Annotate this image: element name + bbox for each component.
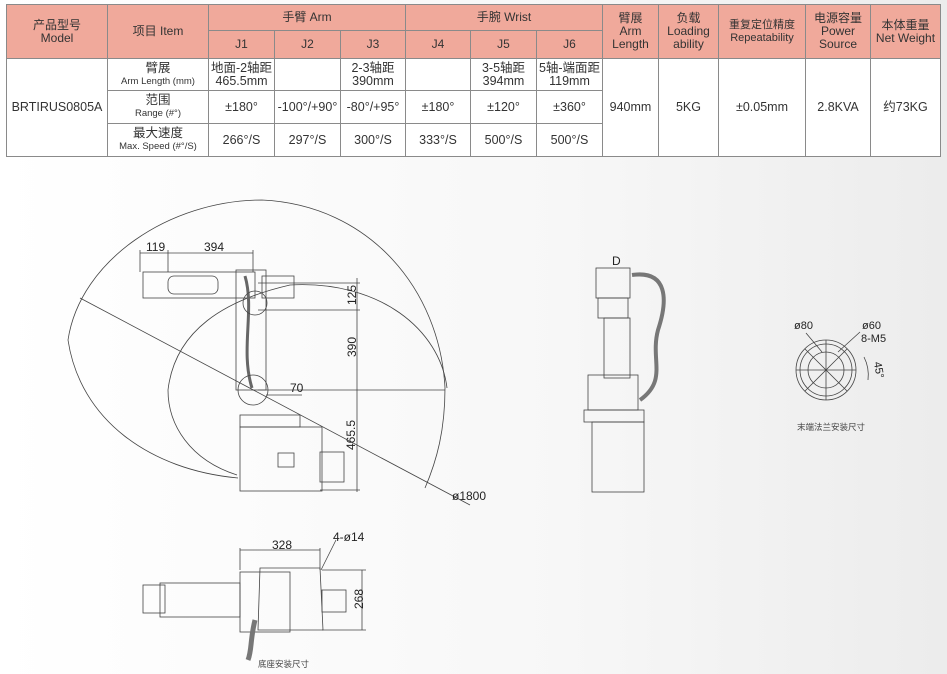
repeatability-cell: ±0.05mm: [718, 58, 806, 157]
header-arm: 手臂 Arm: [208, 4, 406, 31]
arm-length-cell: 940mm: [602, 58, 659, 157]
cell: -100°/+90°: [274, 90, 341, 124]
front-label-d: D: [612, 254, 621, 268]
header-j3: J3: [340, 30, 406, 59]
cell: 300°/S: [340, 123, 406, 157]
dim-70: 70: [290, 381, 304, 395]
weight-cell: 约73KG: [870, 58, 941, 157]
flange-caption: 末端法兰安装尺寸: [797, 422, 866, 432]
cell: 500°/S: [536, 123, 603, 157]
cell: ±120°: [470, 90, 537, 124]
column: [603, 317, 631, 379]
cell: [405, 58, 471, 91]
side-view-drawing: [67, 199, 471, 506]
dim-125: 125: [345, 284, 360, 306]
dim-holes: 4-ø14: [333, 530, 365, 544]
upper-arm: [235, 269, 267, 391]
model-cell: BRTIRUS0805A: [6, 58, 108, 157]
reach-envelope-outer: [67, 199, 446, 489]
dim-394: 394: [204, 240, 225, 254]
cell: ±180°: [208, 90, 275, 124]
header-item: 项目 Item: [107, 4, 209, 59]
cell: [274, 58, 341, 91]
dim-328: 328: [272, 538, 293, 552]
dim-465-5: 465.5: [344, 419, 359, 451]
dim-268: 268: [352, 588, 367, 610]
dim-390: 390: [345, 336, 360, 358]
header-j6: J6: [536, 30, 603, 59]
reach-radius-line: [79, 297, 471, 506]
front-base: [591, 421, 645, 493]
dim-reach: ø1800: [452, 489, 487, 503]
arm-top: [159, 582, 241, 618]
cell: 266°/S: [208, 123, 275, 157]
dim-flange-80: ø80: [794, 320, 813, 332]
base-view-drawing: [142, 539, 366, 661]
reach-envelope-inner: [167, 284, 448, 476]
cell: 297°/S: [274, 123, 341, 157]
header-j5: J5: [470, 30, 537, 59]
base-plate: [257, 567, 324, 631]
dim-thread: 8-M5: [861, 333, 887, 345]
dim-119: 119: [146, 240, 166, 254]
cell: -80°/+95°: [340, 90, 406, 124]
loading-cell: 5KG: [658, 58, 719, 157]
cell: 333°/S: [405, 123, 471, 157]
cell: ±360°: [536, 90, 603, 124]
base: [239, 426, 323, 492]
dim-flange-60: ø60: [862, 320, 881, 332]
motor: [319, 451, 345, 483]
forearm: [142, 271, 256, 299]
base-caption: 底座安装尺寸: [258, 659, 310, 669]
cell: 500°/S: [470, 123, 537, 157]
front-view-drawing: [583, 267, 666, 493]
flange-drawing: [795, 331, 869, 401]
header-j1: J1: [208, 30, 275, 59]
